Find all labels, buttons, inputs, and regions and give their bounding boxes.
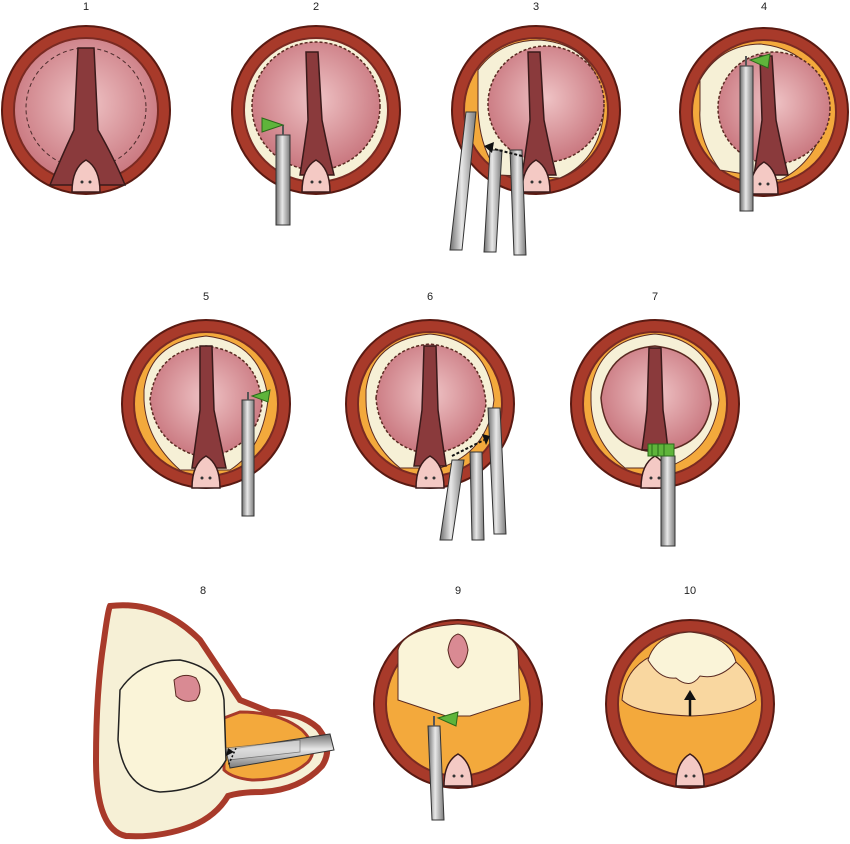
endoscopic-knife-icon xyxy=(261,117,291,226)
panel-10: 10 xyxy=(605,585,775,789)
panel-6-label: 6 xyxy=(427,291,433,303)
panel-2-label: 2 xyxy=(313,1,319,13)
panel-3: 3 xyxy=(449,1,621,256)
endoscopic-knife-icon xyxy=(739,53,771,212)
papilla-icon xyxy=(301,159,331,193)
panel-9: 9 xyxy=(373,585,543,821)
panel-8: 8 xyxy=(92,585,335,840)
direction-arrow-icon xyxy=(226,747,237,767)
panel-1: 1 xyxy=(1,1,171,195)
panel-9-label: 9 xyxy=(455,585,461,597)
up-arrow-icon xyxy=(684,690,696,716)
panel-6: 6 xyxy=(345,291,515,541)
endoscopic-instrument-icon xyxy=(439,407,507,541)
direction-arrow-icon xyxy=(451,434,490,457)
papilla-icon xyxy=(71,159,101,193)
papilla-icon xyxy=(675,753,705,787)
panel-7: 7 xyxy=(570,291,740,547)
endoscopic-knife-icon xyxy=(241,389,271,517)
endoscopic-instrument-icon xyxy=(449,111,527,256)
direction-arrow-icon xyxy=(484,142,523,157)
panel-2: 2 xyxy=(231,1,401,226)
panel-4-label: 4 xyxy=(761,1,767,13)
panel-4: 4 xyxy=(679,1,849,212)
papilla-icon xyxy=(415,455,445,489)
panel-10-label: 10 xyxy=(684,585,696,597)
panel-7-label: 7 xyxy=(652,291,658,303)
panel-8-label: 8 xyxy=(200,585,206,597)
endoscopic-knife-icon xyxy=(427,711,459,821)
endoscopic-knife-icon xyxy=(647,443,676,547)
panel-3-label: 3 xyxy=(533,1,539,13)
papilla-icon xyxy=(191,455,221,489)
endoscopic-instrument-icon xyxy=(225,733,335,769)
panel-5-label: 5 xyxy=(203,291,209,303)
panel-1-label: 1 xyxy=(83,1,89,13)
panel-5: 5 xyxy=(121,291,291,517)
papilla-icon xyxy=(443,753,473,787)
